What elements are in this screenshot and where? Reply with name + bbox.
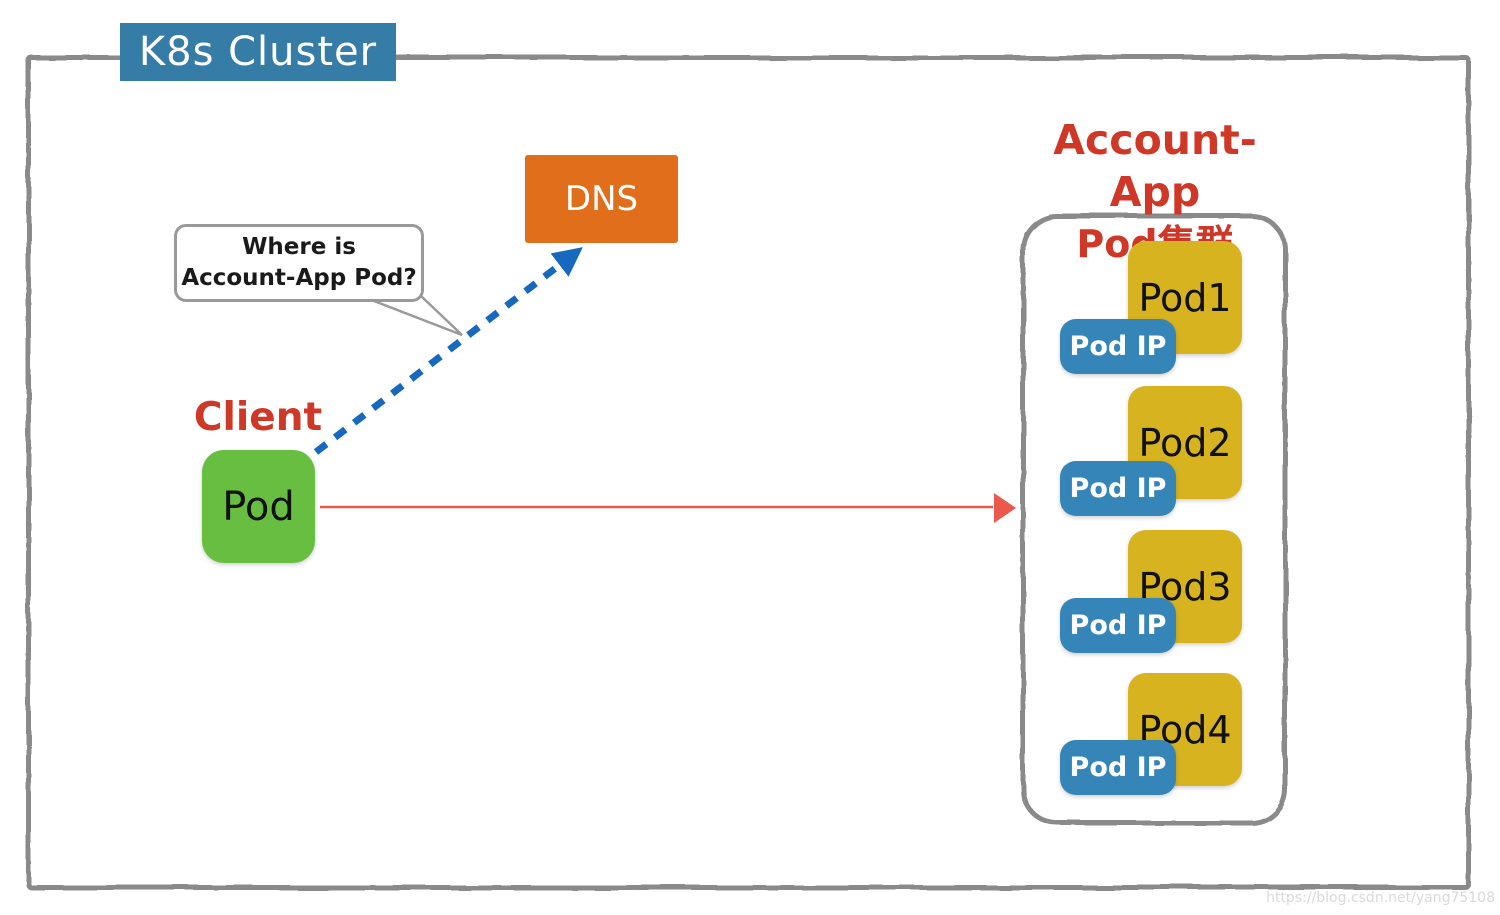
client-pod-node: Pod — [202, 450, 315, 563]
dns-lookup-arrow — [313, 247, 583, 455]
pod3-ip-label: Pod IP — [1069, 610, 1167, 641]
k8s-cluster-border — [26, 55, 1471, 890]
speech-bubble: Where is Account-App Pod? — [174, 224, 424, 302]
pod4-ip-label: Pod IP — [1069, 752, 1167, 783]
pod3-node: Pod3 — [1128, 530, 1242, 643]
pod1-label: Pod1 — [1138, 275, 1232, 320]
pod2-label: Pod2 — [1138, 420, 1232, 465]
pod-group-title-line1: Account-App — [1053, 116, 1257, 216]
pod3-ip-badge: Pod IP — [1060, 598, 1176, 653]
pod4-ip-badge: Pod IP — [1060, 740, 1176, 795]
pod1-ip-label: Pod IP — [1069, 331, 1167, 362]
request-arrow-head — [994, 493, 1016, 523]
client-pod-label: Pod — [222, 483, 295, 530]
pod1-ip-badge: Pod IP — [1060, 319, 1176, 374]
speech-bubble-line1: Where is — [242, 234, 356, 260]
client-label-text: Client — [193, 394, 323, 440]
dns-label: DNS — [564, 179, 639, 219]
dns-node: DNS — [525, 155, 678, 243]
pod-group-border — [1020, 213, 1288, 826]
watermark: https://blog.csdn.net/yang75108 — [1266, 890, 1495, 906]
speech-bubble-line2: Account-App Pod? — [181, 265, 417, 291]
pod1-node: Pod1 — [1128, 241, 1242, 354]
k8s-cluster-title-label: K8s Cluster — [138, 29, 378, 75]
client-label: Client — [190, 394, 326, 440]
pod2-ip-label: Pod IP — [1069, 473, 1167, 504]
k8s-cluster-title: K8s Cluster — [120, 23, 396, 81]
pod4-node: Pod4 — [1128, 673, 1242, 786]
pod2-ip-badge: Pod IP — [1060, 461, 1176, 516]
